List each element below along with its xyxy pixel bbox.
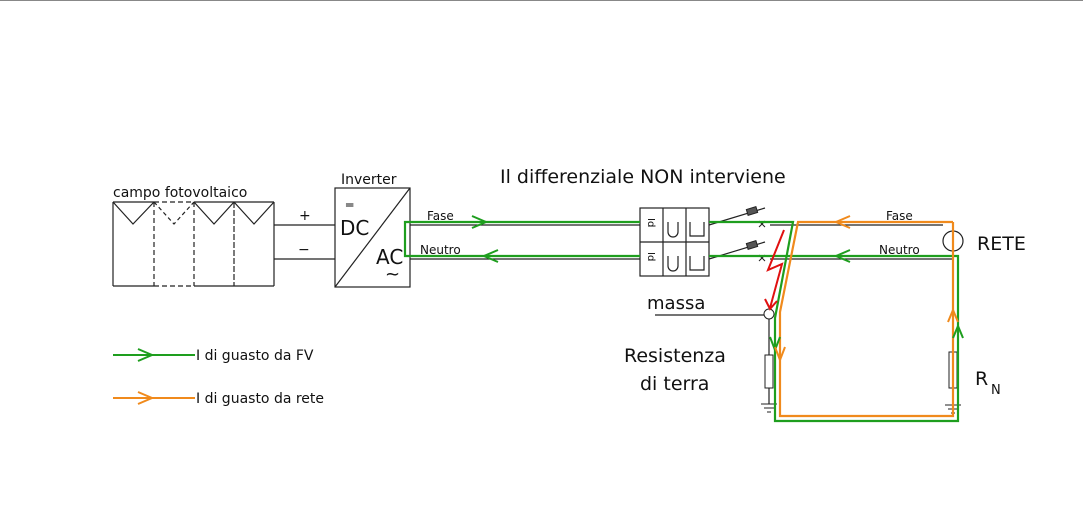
minus-sign: −	[298, 242, 310, 258]
neutro-label-right: Neutro	[879, 243, 920, 257]
grid-label: RETE	[977, 233, 1026, 255]
breaker-id-label-top: Id	[645, 218, 656, 227]
fv-fault-loop	[709, 220, 960, 423]
massa-label: massa	[647, 293, 705, 314]
legend-fv: I di guasto da FV	[113, 348, 314, 364]
rn-subscript: N	[991, 383, 1001, 398]
dc-label: DC	[340, 216, 369, 240]
legend-grid: I di guasto da rete	[113, 391, 324, 407]
fase-label-left: Fase	[427, 209, 454, 223]
earth-resistance	[764, 354, 774, 389]
ground-symbol-icon	[761, 403, 961, 414]
resistance-label-1: Resistenza	[624, 345, 726, 367]
grid-fault-path	[778, 220, 955, 418]
rn-label: R	[975, 368, 988, 390]
legend-fv-label: I di guasto da FV	[196, 348, 314, 364]
pv-field	[112, 201, 335, 287]
pv-field-label: campo fotovoltaico	[113, 185, 247, 201]
plus-sign: +	[299, 208, 311, 224]
resistance-label-2: di terra	[640, 373, 709, 395]
massa-node	[763, 308, 775, 320]
legend-grid-label: I di guasto da rete	[196, 391, 324, 407]
breaker-id-label-bottom: Id	[645, 252, 656, 261]
fase-label-right: Fase	[886, 209, 913, 223]
fault-arc-icon	[764, 229, 785, 311]
diagram-title: Il differenziale NON interviene	[500, 166, 786, 188]
differential-breaker	[639, 207, 710, 277]
inverter-label: Inverter	[341, 172, 397, 188]
ac-symbol: ~	[385, 264, 400, 285]
ac-label: AC	[376, 245, 403, 269]
neutro-label-left: Neutro	[420, 243, 461, 257]
inverter-box	[334, 187, 411, 288]
breaker-switch-marks	[745, 206, 766, 262]
current-arrows	[471, 215, 964, 363]
fv-fault-path	[403, 220, 640, 258]
dc-symbol: ═	[345, 198, 354, 212]
